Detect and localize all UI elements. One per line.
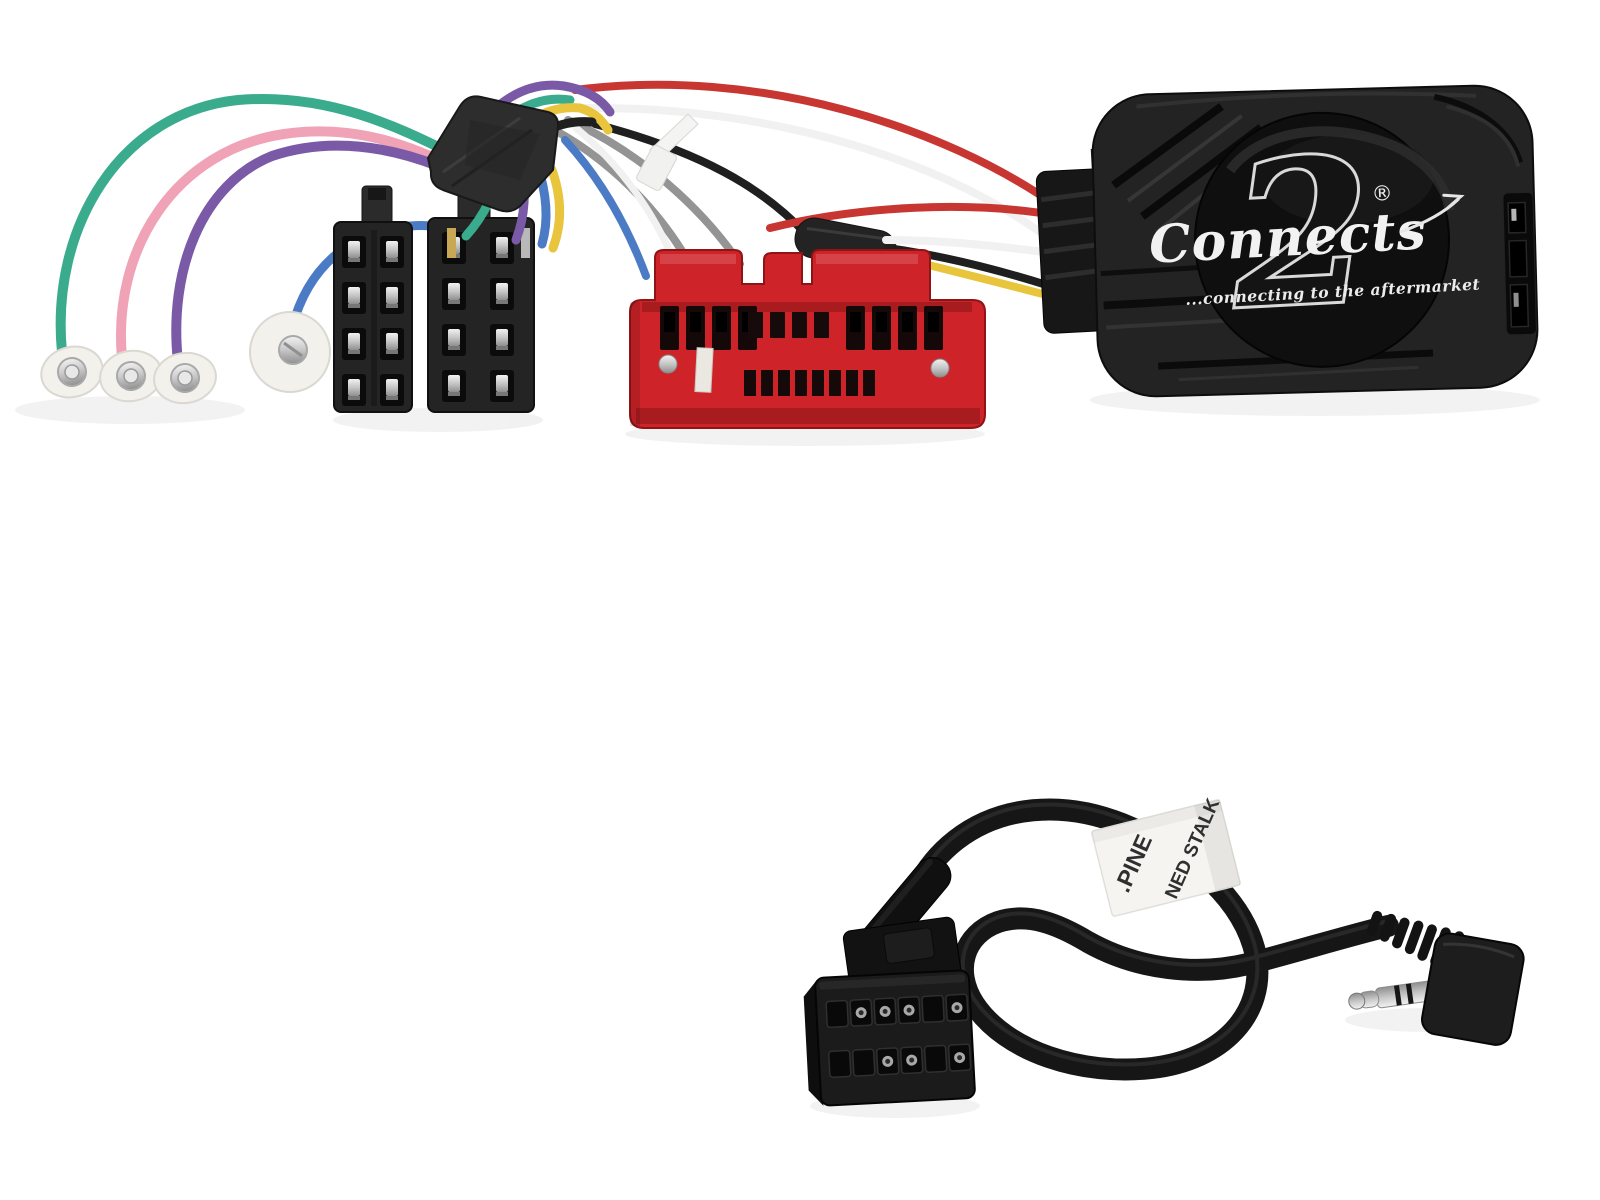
logo-disc — [1193, 111, 1455, 368]
iso-connector-left — [333, 185, 413, 413]
cable-label — [1091, 799, 1241, 917]
harness-assembly: 2 Connects ® ...connecting to the afterm… — [34, 80, 1539, 429]
wire-teal — [55, 94, 470, 357]
mazda-connector — [629, 249, 986, 429]
contact-shadows — [15, 384, 1540, 1118]
cable-sheen — [896, 802, 1390, 1067]
mazda-connector-shell — [629, 249, 986, 429]
logo-script: Connects — [1148, 200, 1429, 275]
registered-mark: ® — [1371, 181, 1393, 206]
logo-numeral: 2 — [1226, 113, 1377, 353]
label-paper — [1091, 799, 1241, 917]
ring-terminal — [34, 339, 110, 405]
wire-gray — [564, 116, 744, 268]
patch-lead: .PINE NED STALK — [803, 795, 1525, 1107]
screw-terminal — [930, 358, 950, 378]
cable-tie — [636, 113, 699, 191]
molex-pin-grid — [803, 969, 976, 1107]
wire-purple — [171, 140, 443, 367]
brand-logo: 2 Connects ® ...connecting to the afterm… — [1148, 110, 1481, 356]
jack-body — [1421, 932, 1525, 1046]
molex-connector — [803, 916, 976, 1107]
tape-wrap — [426, 95, 560, 213]
logo-flourish — [1400, 193, 1465, 234]
wire-red — [571, 80, 1059, 209]
wire-pink — [116, 126, 477, 363]
patch-cable — [887, 798, 1399, 1081]
terminal-pin — [447, 228, 456, 258]
wire-yellow — [547, 165, 565, 253]
pin-grid — [660, 306, 943, 396]
wire-blue — [561, 136, 650, 280]
module-side-socket — [1502, 191, 1537, 336]
interface-module: 2 Connects ® ...connecting to the afterm… — [1035, 84, 1539, 398]
keying-pin — [694, 347, 714, 393]
terminal-pin — [521, 228, 530, 258]
round-terminal — [249, 311, 331, 393]
screw-terminal — [658, 354, 678, 374]
wire-white — [572, 124, 678, 266]
